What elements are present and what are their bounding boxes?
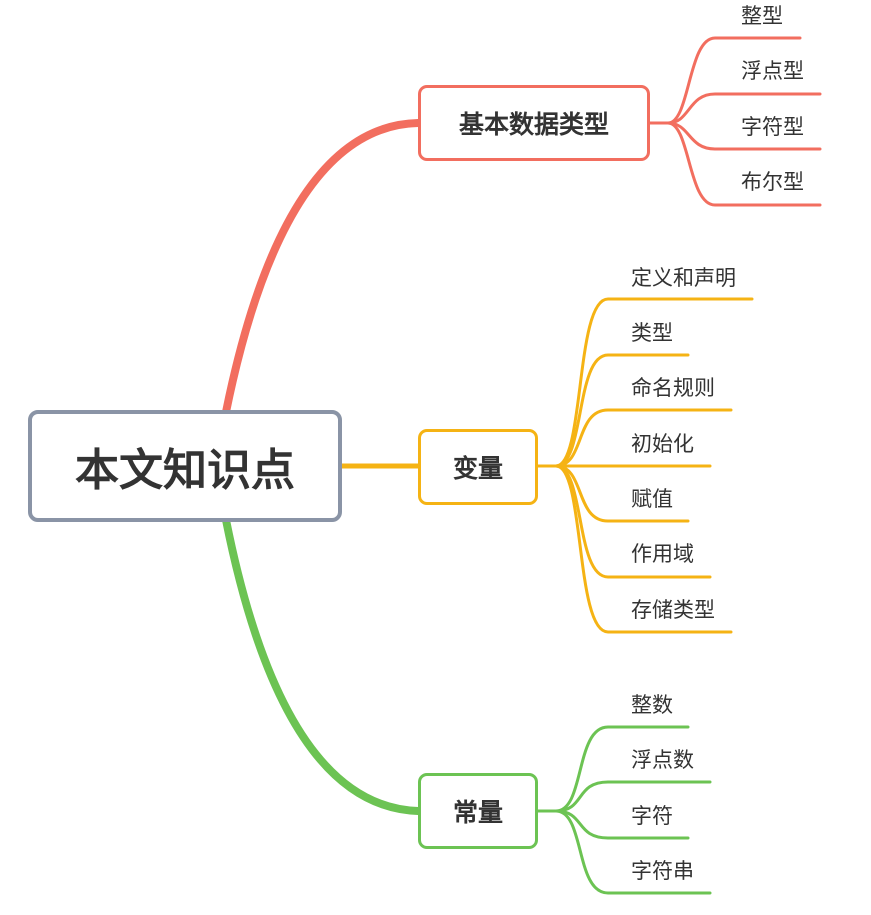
- leaf-definition-declaration[interactable]: 定义和声明: [631, 266, 736, 290]
- root-label: 本文知识点: [75, 445, 295, 496]
- leaf-string-constant[interactable]: 字符串: [631, 859, 694, 883]
- leaf-initialization[interactable]: 初始化: [631, 432, 694, 456]
- branch-variables[interactable]: 变量: [418, 429, 538, 505]
- connector-root-constants: [222, 516, 422, 815]
- connector-leaf-constants: [536, 809, 712, 895]
- leaf-bool-type[interactable]: 布尔型: [741, 170, 804, 194]
- leaf-naming-rules[interactable]: 命名规则: [631, 376, 715, 400]
- leaf-integer-type[interactable]: 整型: [741, 4, 783, 28]
- leaf-scope[interactable]: 作用域: [631, 542, 694, 566]
- leaf-storage-class[interactable]: 存储类型: [631, 598, 715, 622]
- branch-basic-data-types[interactable]: 基本数据类型: [418, 85, 650, 161]
- leaf-variable-type[interactable]: 类型: [631, 321, 673, 345]
- connector-leaf-variables: [536, 464, 733, 634]
- root-node[interactable]: 本文知识点: [28, 410, 342, 522]
- leaf-char-constant[interactable]: 字符: [631, 804, 673, 828]
- branch-label: 基本数据类型: [458, 110, 609, 139]
- branch-constants[interactable]: 常量: [418, 773, 538, 849]
- leaf-char-type[interactable]: 字符型: [741, 115, 804, 139]
- connector-root-basic-types: [222, 119, 422, 416]
- leaf-integer-constant[interactable]: 整数: [631, 693, 673, 717]
- leaf-float-constant[interactable]: 浮点数: [631, 748, 694, 772]
- branch-label: 常量: [452, 798, 503, 827]
- leaf-float-type[interactable]: 浮点型: [741, 59, 804, 83]
- branch-label: 变量: [452, 454, 503, 483]
- leaf-assignment[interactable]: 赋值: [631, 487, 673, 511]
- connector-leaf-basic-types: [648, 121, 822, 207]
